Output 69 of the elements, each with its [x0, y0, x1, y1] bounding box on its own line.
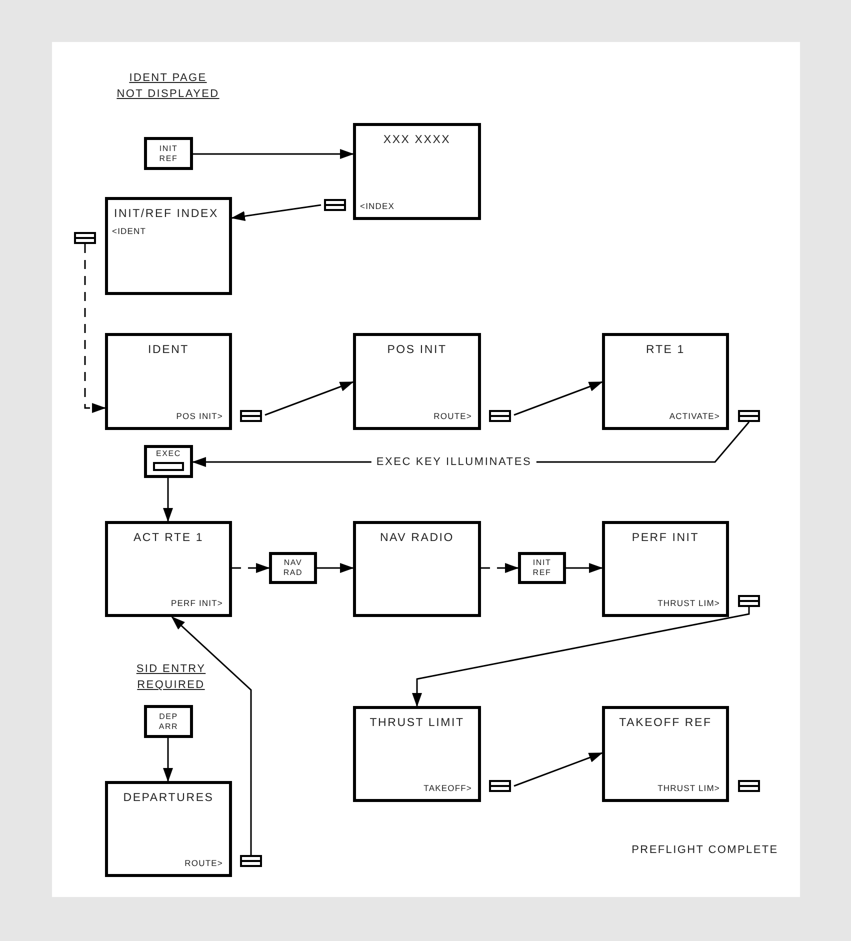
- page-title: POS INIT: [386, 344, 448, 356]
- function-key: [269, 552, 317, 584]
- line-select-key: [240, 410, 262, 422]
- prompt-label: POS INIT>: [176, 411, 223, 421]
- cdu-screen: [105, 333, 232, 430]
- note: SID ENTRY REQUIRED: [135, 662, 207, 693]
- cdu-screen: [602, 706, 729, 802]
- arrow: [163, 738, 173, 782]
- key-label: INIT REF: [532, 558, 552, 578]
- note: PREFLIGHT COMPLETE: [630, 843, 780, 858]
- line-select-key: [74, 232, 96, 244]
- key-label: NAV RAD: [282, 558, 304, 578]
- line-select-key: [324, 199, 346, 211]
- edge-label: EXEC KEY ILLUMINATES: [371, 456, 537, 468]
- key-label: DEP ARR: [158, 712, 180, 732]
- prompt-label: ROUTE>: [434, 411, 472, 421]
- page-title: NAV RADIO: [378, 532, 456, 544]
- arrow: [514, 381, 603, 416]
- key-label: EXEC: [156, 449, 182, 459]
- arrow: [514, 752, 603, 787]
- cdu-screen: [602, 333, 729, 430]
- arrow: [193, 149, 354, 159]
- prompt-label: TAKEOFF>: [424, 783, 472, 793]
- arrow: [171, 616, 252, 855]
- arrow: [481, 563, 519, 573]
- arrow: [412, 607, 750, 707]
- key-label: INIT REF: [158, 144, 179, 164]
- function-key: [144, 445, 193, 478]
- prompt-label: <INDEX: [360, 201, 395, 211]
- cdu-screen: [602, 521, 729, 617]
- page-title: XXX XXXX: [382, 134, 452, 146]
- cdu-screen: [353, 333, 481, 430]
- page-title: THRUST LIMIT: [368, 717, 466, 729]
- function-key: [144, 137, 193, 170]
- line-select-key: [240, 855, 262, 867]
- cdu-screen: [105, 781, 232, 877]
- arrow: [232, 563, 270, 573]
- arrow: [163, 478, 173, 522]
- function-key: [518, 552, 566, 584]
- line-select-key: [738, 780, 760, 792]
- cdu-screen: [353, 521, 481, 617]
- page-title: DEPARTURES: [122, 792, 215, 804]
- line-select-key: [738, 595, 760, 607]
- line-select-key: [489, 410, 511, 422]
- page-title: ACT RTE 1: [132, 532, 205, 544]
- arrow: [264, 381, 354, 416]
- page-title: IDENT: [147, 344, 190, 356]
- note: IDENT PAGE NOT DISPLAYED: [116, 71, 220, 102]
- arrow: [231, 204, 322, 222]
- cdu-screen: [105, 521, 232, 617]
- arrow: [84, 244, 106, 413]
- page-title: INIT/REF INDEX: [114, 208, 218, 220]
- arrow: [566, 563, 603, 573]
- page-title: PERF INIT: [630, 532, 700, 544]
- function-key: [144, 705, 193, 738]
- prompt-label: THRUST LIM>: [658, 598, 720, 608]
- cdu-screen: [353, 123, 481, 220]
- cdu-screen: [105, 197, 232, 295]
- prompt-label: THRUST LIM>: [658, 783, 720, 793]
- prompt-label: ACTIVATE>: [669, 411, 720, 421]
- page-title: RTE 1: [645, 344, 686, 356]
- prompt-label: ROUTE>: [184, 858, 223, 868]
- line-select-key: [489, 780, 511, 792]
- prompt-label: PERF INIT>: [170, 598, 223, 608]
- prompt-label: <IDENT: [112, 226, 146, 236]
- page-title: TAKEOFF REF: [618, 717, 713, 729]
- cdu-screen: [353, 706, 481, 802]
- arrow: [317, 563, 354, 573]
- line-select-key: [738, 410, 760, 422]
